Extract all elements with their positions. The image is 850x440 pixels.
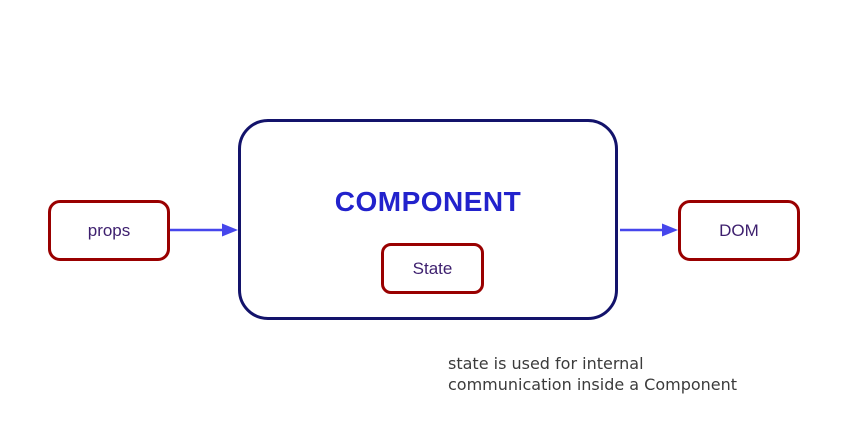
caption-line-2: communication inside a Component	[448, 375, 738, 394]
props-node: props	[48, 200, 170, 261]
component-title: COMPONENT	[334, 186, 522, 217]
dom-node-label: DOM	[719, 220, 759, 240]
arrow-right-icon	[620, 223, 678, 237]
component-node: COMPONENT State	[238, 119, 618, 320]
state-node-label: State	[412, 258, 453, 278]
caption-line-1: state is used for internal	[448, 354, 644, 373]
state-node: State	[381, 243, 484, 294]
diagram-caption: state is used for internal communication…	[448, 353, 737, 395]
props-to-component-arrow	[170, 220, 238, 240]
arrow-right-icon	[170, 223, 238, 237]
dom-node: DOM	[678, 200, 800, 261]
props-node-label: props	[87, 220, 131, 240]
component-to-dom-arrow	[620, 220, 678, 240]
